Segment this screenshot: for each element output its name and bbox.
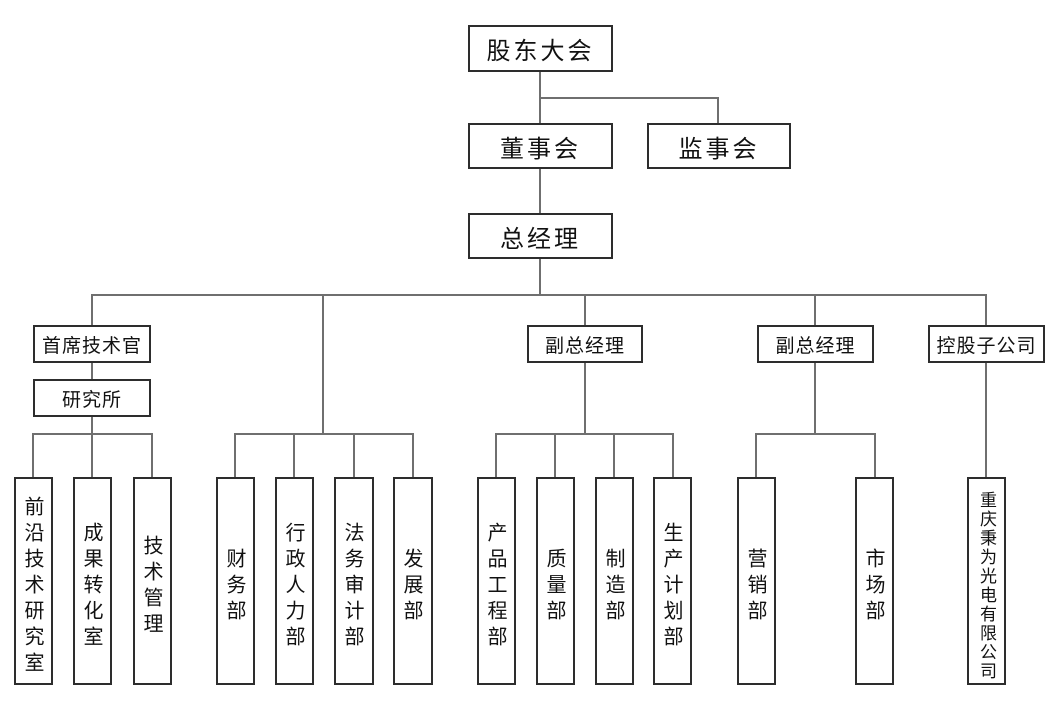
org-node-cto: 首席技术官 bbox=[33, 325, 151, 363]
org-node-research-institute: 研究所 bbox=[33, 379, 151, 417]
org-node-technology-management: 技术管理 bbox=[133, 477, 172, 685]
connector bbox=[539, 259, 541, 295]
org-node-marketing-dept: 营销部 bbox=[737, 477, 776, 685]
org-node-subsidiary-company: 重庆秉为光电有限公司 bbox=[967, 477, 1006, 685]
org-node-supervisory-board: 监事会 bbox=[647, 123, 791, 169]
connector bbox=[539, 169, 541, 213]
connector bbox=[495, 435, 497, 477]
connector bbox=[985, 363, 987, 477]
connector bbox=[584, 296, 586, 325]
connector bbox=[91, 363, 93, 379]
org-node-development-dept: 发展部 bbox=[393, 477, 433, 685]
org-node-achievement-transformation-office: 成果转化室 bbox=[73, 477, 112, 685]
org-node-holding-subsidiary: 控股子公司 bbox=[928, 325, 1045, 363]
org-node-market-dept: 市场部 bbox=[855, 477, 894, 685]
org-node-finance-dept: 财务部 bbox=[216, 477, 255, 685]
org-node-board-of-directors: 董事会 bbox=[468, 123, 613, 169]
connector bbox=[293, 435, 295, 477]
org-node-deputy-gm-sales: 副总经理 bbox=[757, 325, 874, 363]
org-node-admin-hr-dept: 行政人力部 bbox=[275, 477, 314, 685]
connector bbox=[151, 435, 153, 477]
connector bbox=[874, 435, 876, 477]
connector bbox=[814, 296, 816, 325]
connector bbox=[584, 363, 586, 433]
org-node-deputy-gm-production: 副总经理 bbox=[527, 325, 643, 363]
connector bbox=[985, 296, 987, 325]
connector bbox=[412, 435, 414, 477]
connector bbox=[32, 433, 153, 435]
connector bbox=[613, 435, 615, 477]
org-node-production-planning-dept: 生产计划部 bbox=[653, 477, 692, 685]
org-node-frontier-tech-research-office: 前沿技术研究室 bbox=[14, 477, 53, 685]
connector bbox=[495, 433, 674, 435]
org-node-general-manager: 总经理 bbox=[468, 213, 613, 259]
connector bbox=[755, 433, 876, 435]
connector bbox=[539, 97, 719, 99]
connector bbox=[91, 296, 93, 325]
connector bbox=[755, 435, 757, 477]
connector bbox=[234, 435, 236, 477]
org-node-product-engineering-dept: 产品工程部 bbox=[477, 477, 516, 685]
org-node-legal-audit-dept: 法务审计部 bbox=[334, 477, 374, 685]
connector bbox=[554, 435, 556, 477]
connector bbox=[91, 417, 93, 434]
connector bbox=[32, 435, 34, 477]
connector bbox=[353, 435, 355, 477]
connector bbox=[322, 296, 324, 435]
connector bbox=[234, 433, 414, 435]
connector bbox=[814, 363, 816, 433]
org-node-manufacturing-dept: 制造部 bbox=[595, 477, 634, 685]
connector bbox=[91, 294, 987, 296]
org-node-quality-dept: 质量部 bbox=[536, 477, 575, 685]
connector bbox=[672, 435, 674, 477]
connector bbox=[717, 97, 719, 123]
org-node-shareholders-meeting: 股东大会 bbox=[468, 25, 613, 72]
connector bbox=[91, 435, 93, 477]
